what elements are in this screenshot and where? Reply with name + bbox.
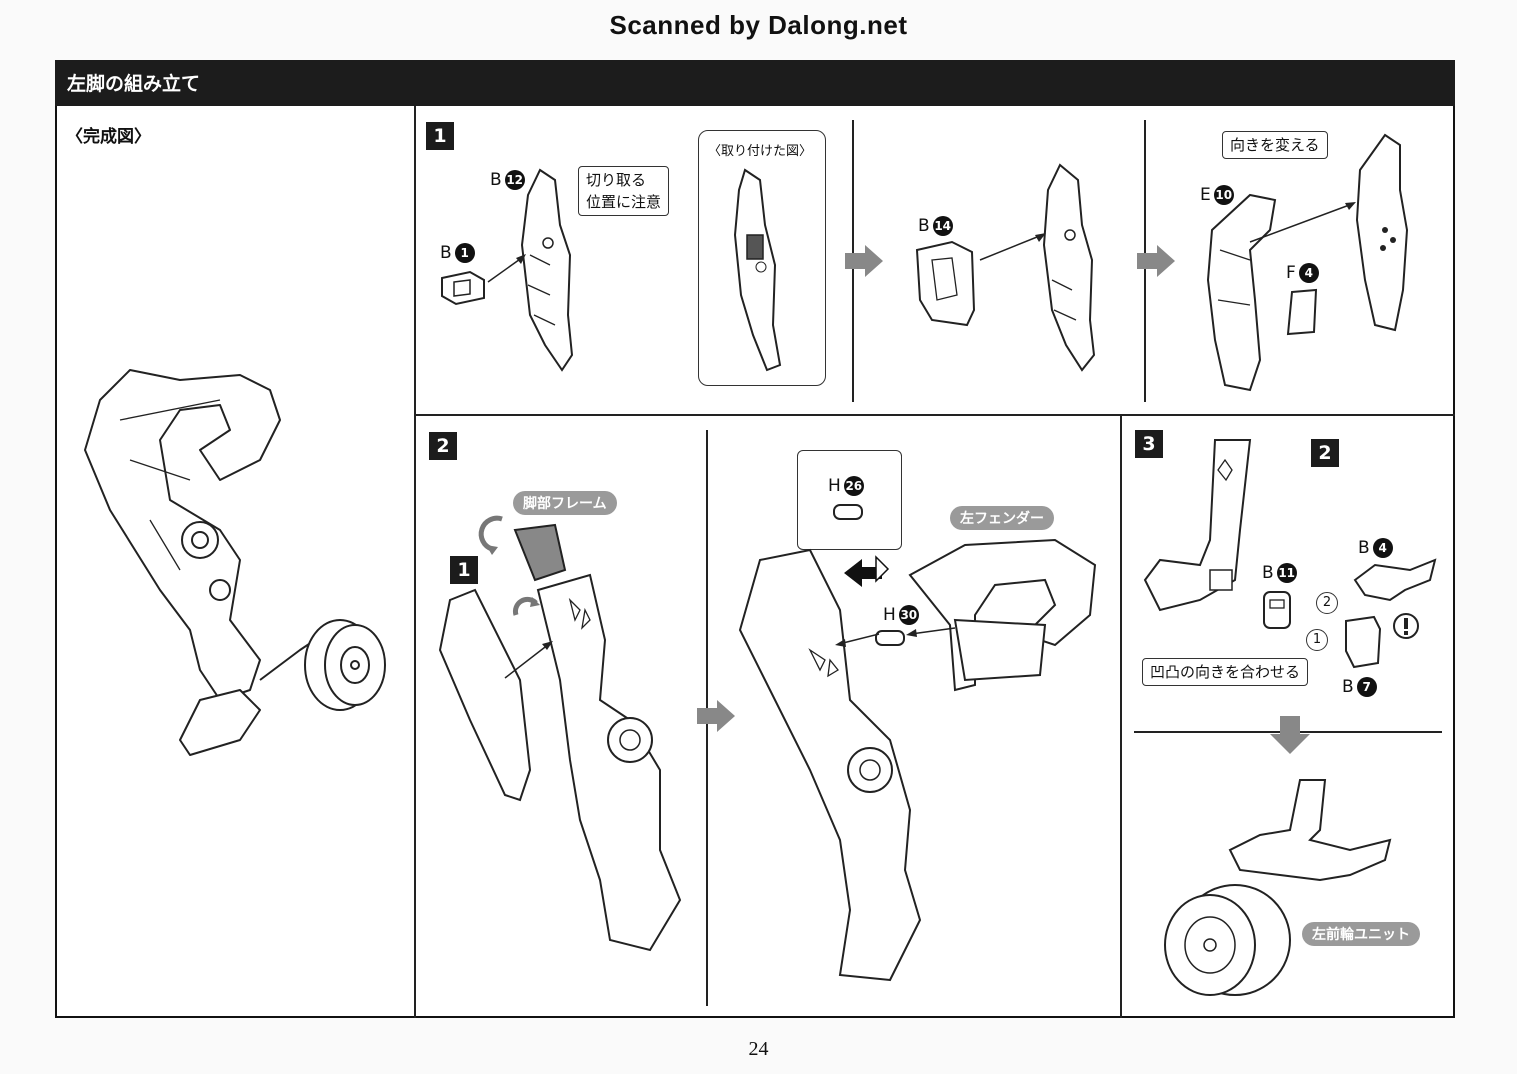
part-letter: B <box>1358 538 1370 558</box>
part-letter: F <box>1286 263 1296 283</box>
part-ref-b14: B 14 <box>918 216 953 236</box>
step1-arm-piece-drawing <box>520 168 574 372</box>
divider-mid <box>414 414 1455 416</box>
part-number: 30 <box>898 605 919 625</box>
label-left-fender: 左フェンダー <box>950 506 1054 530</box>
step-2-sub-number: 1 <box>450 556 478 584</box>
step3-part-b7-drawing <box>1345 615 1382 669</box>
part-number: 10 <box>1213 185 1234 205</box>
step-3-sub-number: 2 <box>1311 439 1339 467</box>
process-arrow-icon <box>845 245 883 277</box>
step1-part-b1-drawing <box>441 270 485 306</box>
inset-caption: 〈取り付けた図〉 <box>708 144 813 159</box>
part-ref-e10: E 10 <box>1200 185 1234 205</box>
step2-part-h30-drawing <box>875 630 905 646</box>
part-number: 14 <box>932 216 953 236</box>
part-number: 1 <box>454 243 475 263</box>
part-letter: H <box>883 605 896 625</box>
inset-attached-view <box>698 130 826 386</box>
part-number: 4 <box>1372 538 1393 558</box>
step2-leg-assembled-drawing <box>738 548 922 982</box>
order-2: 2 <box>1316 591 1338 614</box>
part-ref-b12: B 12 <box>490 170 525 190</box>
note-cut-position: 切り取る 位置に注意 <box>578 166 670 216</box>
part-letter: B <box>490 170 502 190</box>
step1-part-b14-drawing <box>915 240 976 327</box>
part-ref-b11: B 11 <box>1262 563 1297 583</box>
inset-h26 <box>797 450 902 550</box>
step-3-number: 3 <box>1135 430 1163 458</box>
order-1: 1 <box>1306 628 1328 651</box>
divider-step3 <box>1120 414 1122 1018</box>
inset-attached-drawing <box>733 168 782 372</box>
part-ref-b1: B 1 <box>440 243 475 263</box>
part-letter: H <box>828 476 841 496</box>
step2-fender-drawing <box>908 538 1097 692</box>
order-2-number: 2 <box>1316 592 1338 614</box>
step3-part-b4-drawing <box>1353 558 1437 602</box>
assembly-arrow <box>1249 202 1356 243</box>
part-letter: B <box>1342 677 1354 697</box>
part-letter: B <box>1262 563 1274 583</box>
swap-arrow-icon <box>844 555 890 587</box>
rotate-arrow-icon <box>512 596 540 616</box>
completed-caption: 〈完成図〉 <box>66 127 151 147</box>
part-ref-b4: B 4 <box>1358 538 1393 558</box>
step3-leg-lower-drawing <box>1143 439 1252 612</box>
step-1-number: 1 <box>426 122 454 150</box>
warning-icon <box>1393 613 1419 639</box>
scan-credit: Scanned by Dalong.net <box>609 10 908 40</box>
part-number: 11 <box>1276 563 1297 583</box>
process-arrow-icon <box>1137 245 1175 277</box>
assembly-arrow <box>487 254 526 283</box>
part-letter: E <box>1200 185 1211 205</box>
order-1-number: 1 <box>1306 629 1328 651</box>
part-letter: B <box>440 243 452 263</box>
assembly-arrow <box>835 633 880 647</box>
step3-part-b11-drawing <box>1263 591 1291 629</box>
part-ref-h30: H 30 <box>883 605 919 625</box>
step1-part-e10-drawing <box>1206 193 1277 392</box>
assembly-arrow <box>906 627 956 637</box>
note-align-bumps: 凹凸の向きを合わせる <box>1142 658 1309 686</box>
step2-part-h26-drawing <box>833 504 863 520</box>
note-change-direction: 向きを変える <box>1222 131 1328 159</box>
part-ref-f4: F 4 <box>1286 263 1319 283</box>
part-letter: B <box>918 216 930 236</box>
completed-leg-drawing <box>84 369 386 756</box>
step2-leg-frame-drawing <box>438 523 682 952</box>
section-title: 左脚の組み立て <box>55 60 1455 106</box>
assembly-arrow <box>979 233 1046 261</box>
assembly-arrow <box>504 641 553 679</box>
rotate-arrow-icon <box>478 515 503 555</box>
label-leg-frame: 脚部フレーム <box>513 491 617 515</box>
part-number: 26 <box>843 476 864 496</box>
divider-left <box>414 106 416 1018</box>
page-number: 24 <box>748 1038 769 1060</box>
part-number: 12 <box>504 170 525 190</box>
part-number: 4 <box>1298 263 1319 283</box>
step1-part-f4-drawing <box>1286 288 1318 336</box>
step1-arm-piece-b-drawing <box>1042 163 1096 372</box>
part-ref-b7: B 7 <box>1342 677 1377 697</box>
label-front-wheel-unit: 左前輪ユニット <box>1302 922 1420 946</box>
step1-arm-piece-c-drawing <box>1355 133 1409 332</box>
step3-flow-down-arrow <box>1270 716 1310 754</box>
process-arrow-icon <box>697 700 735 732</box>
part-number: 7 <box>1356 677 1377 697</box>
step3-wheel-unit-drawing <box>1164 779 1392 996</box>
step-2-number: 2 <box>429 432 457 460</box>
part-ref-h26: H 26 <box>828 476 864 496</box>
